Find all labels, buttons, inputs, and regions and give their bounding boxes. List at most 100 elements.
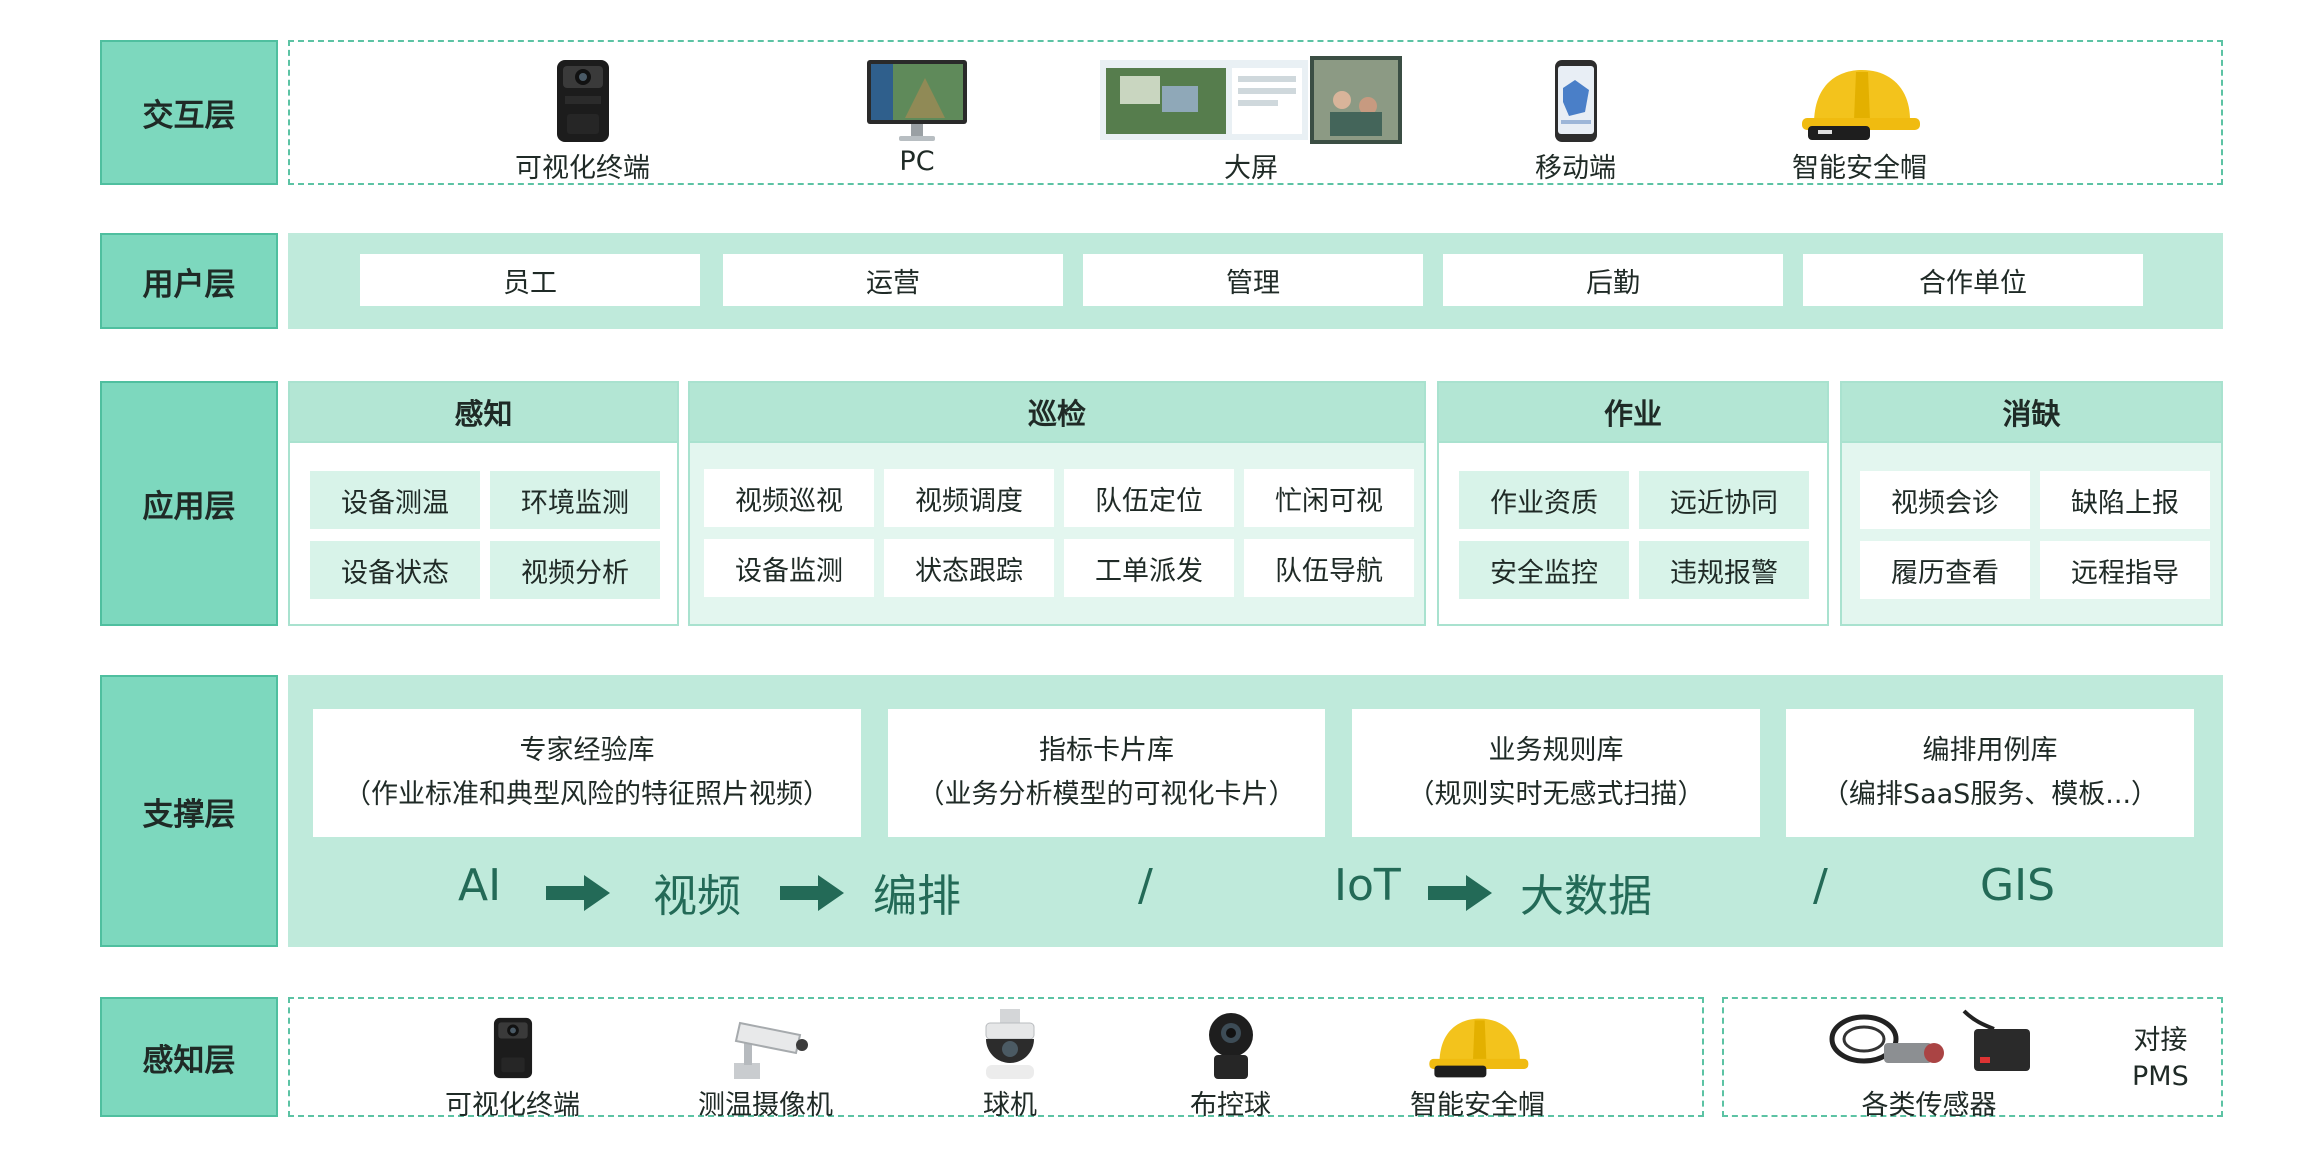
library-rules: 业务规则库 （规则实时无感式扫描）	[1352, 709, 1760, 837]
app-group-title: 感知	[290, 383, 677, 443]
library-expert: 专家经验库 （作业标准和典型风险的特征照片视频）	[313, 709, 861, 837]
app-item: 工单派发	[1064, 539, 1234, 597]
flow-separator: /	[1813, 860, 1828, 911]
flow-bigdata: 大数据	[1520, 871, 1652, 922]
app-item: 队伍定位	[1064, 469, 1234, 527]
device-label: 移动端	[1535, 153, 1616, 184]
app-item: 视频调度	[884, 469, 1054, 527]
app-group-title: 作业	[1439, 383, 1827, 443]
perception-devices-box: 可视化终端 测温摄像机 球机	[288, 997, 1704, 1121]
layer-label-interaction: 交互层	[100, 40, 278, 185]
library-desc: （业务分析模型的可视化卡片）	[917, 779, 1296, 810]
support-layer-box: 专家经验库 （作业标准和典型风险的特征照片视频） 指标卡片库 （业务分析模型的可…	[288, 675, 2223, 947]
app-group-patrol: 巡检 视频巡视 视频调度 队伍定位 忙闲可视 设备监测 状态跟踪 工单派发 队伍…	[688, 381, 1426, 626]
pms-label: 对接 PMS	[2132, 1025, 2189, 1092]
device-label: 大屏	[1224, 153, 1278, 184]
monitor-icon	[867, 60, 967, 141]
flow-iot: IoT	[1334, 860, 1401, 911]
app-item: 视频会诊	[1860, 471, 2030, 529]
mobile-phone-icon	[1554, 60, 1597, 142]
device-pc: PC	[865, 54, 969, 177]
device-label: 测温摄像机	[698, 1090, 833, 1121]
sensors-box: 各类传感器 对接 PMS	[1722, 997, 2223, 1121]
user-item: 员工	[360, 254, 700, 306]
flow-separator: /	[1138, 860, 1153, 911]
library-orchestration: 编排用例库 （编排SaaS服务、模板...）	[1786, 709, 2194, 837]
dome-camera-icon	[985, 1009, 1035, 1079]
device-label: 可视化终端	[515, 153, 650, 184]
arrow-right-icon	[546, 875, 610, 911]
app-group-title: 巡检	[690, 383, 1424, 443]
device-label: 球机	[983, 1090, 1037, 1121]
device-helmet: 智能安全帽	[1792, 54, 1927, 185]
user-item: 运营	[723, 254, 1063, 306]
library-title: 编排用例库	[1922, 735, 2058, 766]
perception-visual-terminal: 可视化终端	[445, 1009, 580, 1122]
device-big-screen: 大屏	[1100, 54, 1402, 185]
sensor-icon	[1829, 1009, 2030, 1071]
device-visual-terminal: 可视化终端	[515, 54, 650, 185]
device-label: 智能安全帽	[1792, 153, 1927, 184]
library-title: 专家经验库	[519, 735, 655, 766]
perception-helmet: 智能安全帽	[1410, 1009, 1545, 1122]
device-label: 智能安全帽	[1410, 1090, 1545, 1121]
app-item: 设备监测	[704, 539, 874, 597]
user-item: 后勤	[1443, 254, 1783, 306]
arrow-right-icon	[780, 875, 844, 911]
app-item: 状态跟踪	[884, 539, 1054, 597]
app-item: 履历查看	[1860, 541, 2030, 599]
device-label: PC	[899, 146, 935, 177]
library-desc: （规则实时无感式扫描）	[1407, 779, 1705, 810]
library-desc: （编排SaaS服务、模板...）	[1821, 779, 2159, 810]
app-item: 环境监测	[490, 471, 660, 529]
large-screen-icon	[1100, 56, 1402, 144]
app-item: 远程指导	[2040, 541, 2210, 599]
perception-thermal-camera: 测温摄像机	[698, 1009, 833, 1122]
user-layer-box: 员工 运营 管理 后勤 合作单位	[288, 233, 2223, 329]
safety-helmet-icon	[1801, 70, 1920, 140]
layer-label-support: 支撑层	[100, 675, 278, 947]
device-label: 布控球	[1190, 1090, 1271, 1121]
app-item: 安全监控	[1459, 541, 1629, 599]
perception-deploy-ball: 布控球	[1190, 1009, 1271, 1122]
app-item: 作业资质	[1459, 471, 1629, 529]
app-item: 设备测温	[310, 471, 480, 529]
user-item: 管理	[1083, 254, 1423, 306]
deploy-ball-camera-icon	[1208, 1013, 1253, 1079]
perception-sensors: 各类传感器	[1824, 1009, 2034, 1122]
app-item: 视频巡视	[704, 469, 874, 527]
arrow-right-icon	[1428, 875, 1492, 911]
flow-gis: GIS	[1980, 860, 2056, 911]
library-desc: （作业标准和典型风险的特征照片视频）	[344, 779, 830, 810]
layer-label-user: 用户层	[100, 233, 278, 329]
layer-label-perception: 感知层	[100, 997, 278, 1117]
safety-helmet-icon	[1428, 1018, 1528, 1078]
app-item: 队伍导航	[1244, 539, 1414, 597]
user-item: 合作单位	[1803, 254, 2143, 306]
app-item: 违规报警	[1639, 541, 1809, 599]
app-item: 远近协同	[1639, 471, 1809, 529]
device-mobile: 移动端	[1535, 54, 1616, 185]
flow-video: 视频	[653, 871, 741, 922]
library-title: 指标卡片库	[1039, 735, 1174, 766]
layer-label-application: 应用层	[100, 381, 278, 626]
flow-ai: AI	[458, 860, 502, 911]
app-item: 视频分析	[490, 541, 660, 599]
app-group-title: 消缺	[1842, 383, 2221, 443]
app-item: 设备状态	[310, 541, 480, 599]
app-item: 缺陷上报	[2040, 471, 2210, 529]
device-label: 可视化终端	[445, 1090, 580, 1121]
library-title: 业务规则库	[1488, 735, 1624, 766]
body-camera-icon	[493, 1017, 532, 1079]
library-cards: 指标卡片库 （业务分析模型的可视化卡片）	[888, 709, 1325, 837]
app-group-defect: 消缺 视频会诊 缺陷上报 履历查看 远程指导	[1840, 381, 2223, 626]
app-item: 忙闲可视	[1244, 469, 1414, 527]
device-label: 各类传感器	[1861, 1090, 1997, 1121]
body-camera-icon	[556, 60, 609, 142]
interaction-layer-box: 可视化终端 PC	[288, 40, 2223, 185]
perception-dome-camera: 球机	[978, 1009, 1042, 1122]
app-group-perception: 感知 设备测温 环境监测 设备状态 视频分析	[288, 381, 679, 626]
app-group-operation: 作业 作业资质 远近协同 安全监控 违规报警	[1437, 381, 1829, 626]
thermal-camera-icon	[733, 1021, 808, 1079]
flow-orchestration: 编排	[873, 871, 961, 922]
